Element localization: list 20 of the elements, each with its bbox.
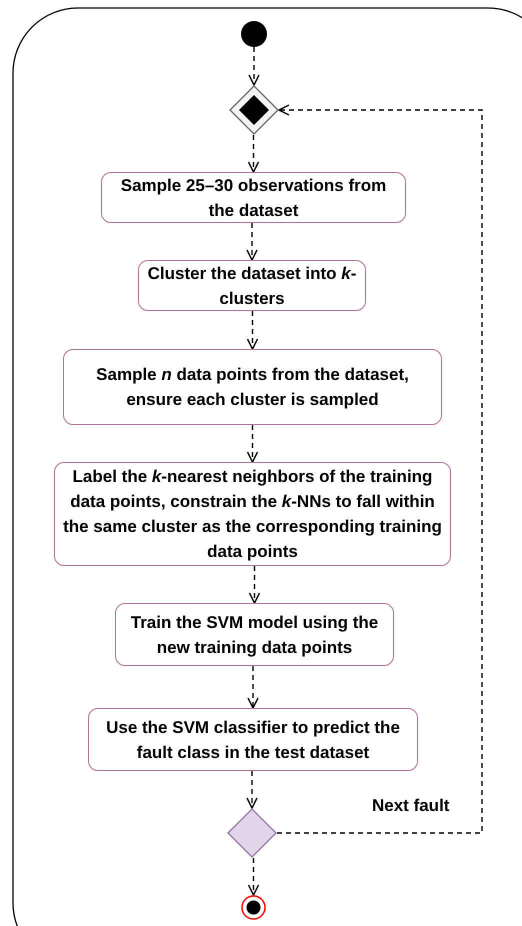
action-box: [101, 172, 406, 223]
action-box: [88, 708, 418, 771]
arrow: [248, 47, 260, 86]
action-box: [63, 349, 442, 425]
arrow: [246, 311, 258, 350]
arrow: [246, 425, 258, 463]
arrow: [248, 566, 260, 604]
action-text: Sample 25–30 observations from the dataset: [120, 174, 388, 222]
arrow: [277, 104, 483, 834]
action-text: Sample n data points from the dataset, ensure each cluster is sampled: [95, 364, 410, 411]
action-text: Train the SVM model using the new training data points: [130, 612, 380, 659]
arrow: [246, 223, 258, 261]
action-text: Cluster the dataset into k-clusters: [146, 262, 358, 310]
arrow: [248, 858, 260, 896]
arrow: [248, 135, 260, 173]
arrow: [247, 666, 259, 709]
action-text: Label the k-nearest neighbors of the training data points, constrain the k-NNs to fall within the same cluster as the corresponding training data points: [62, 466, 443, 563]
arrow: [246, 771, 258, 809]
action-text: Use the SVM classifier to predict the fault class in the test dataset: [105, 716, 401, 764]
action-box: [115, 603, 394, 666]
